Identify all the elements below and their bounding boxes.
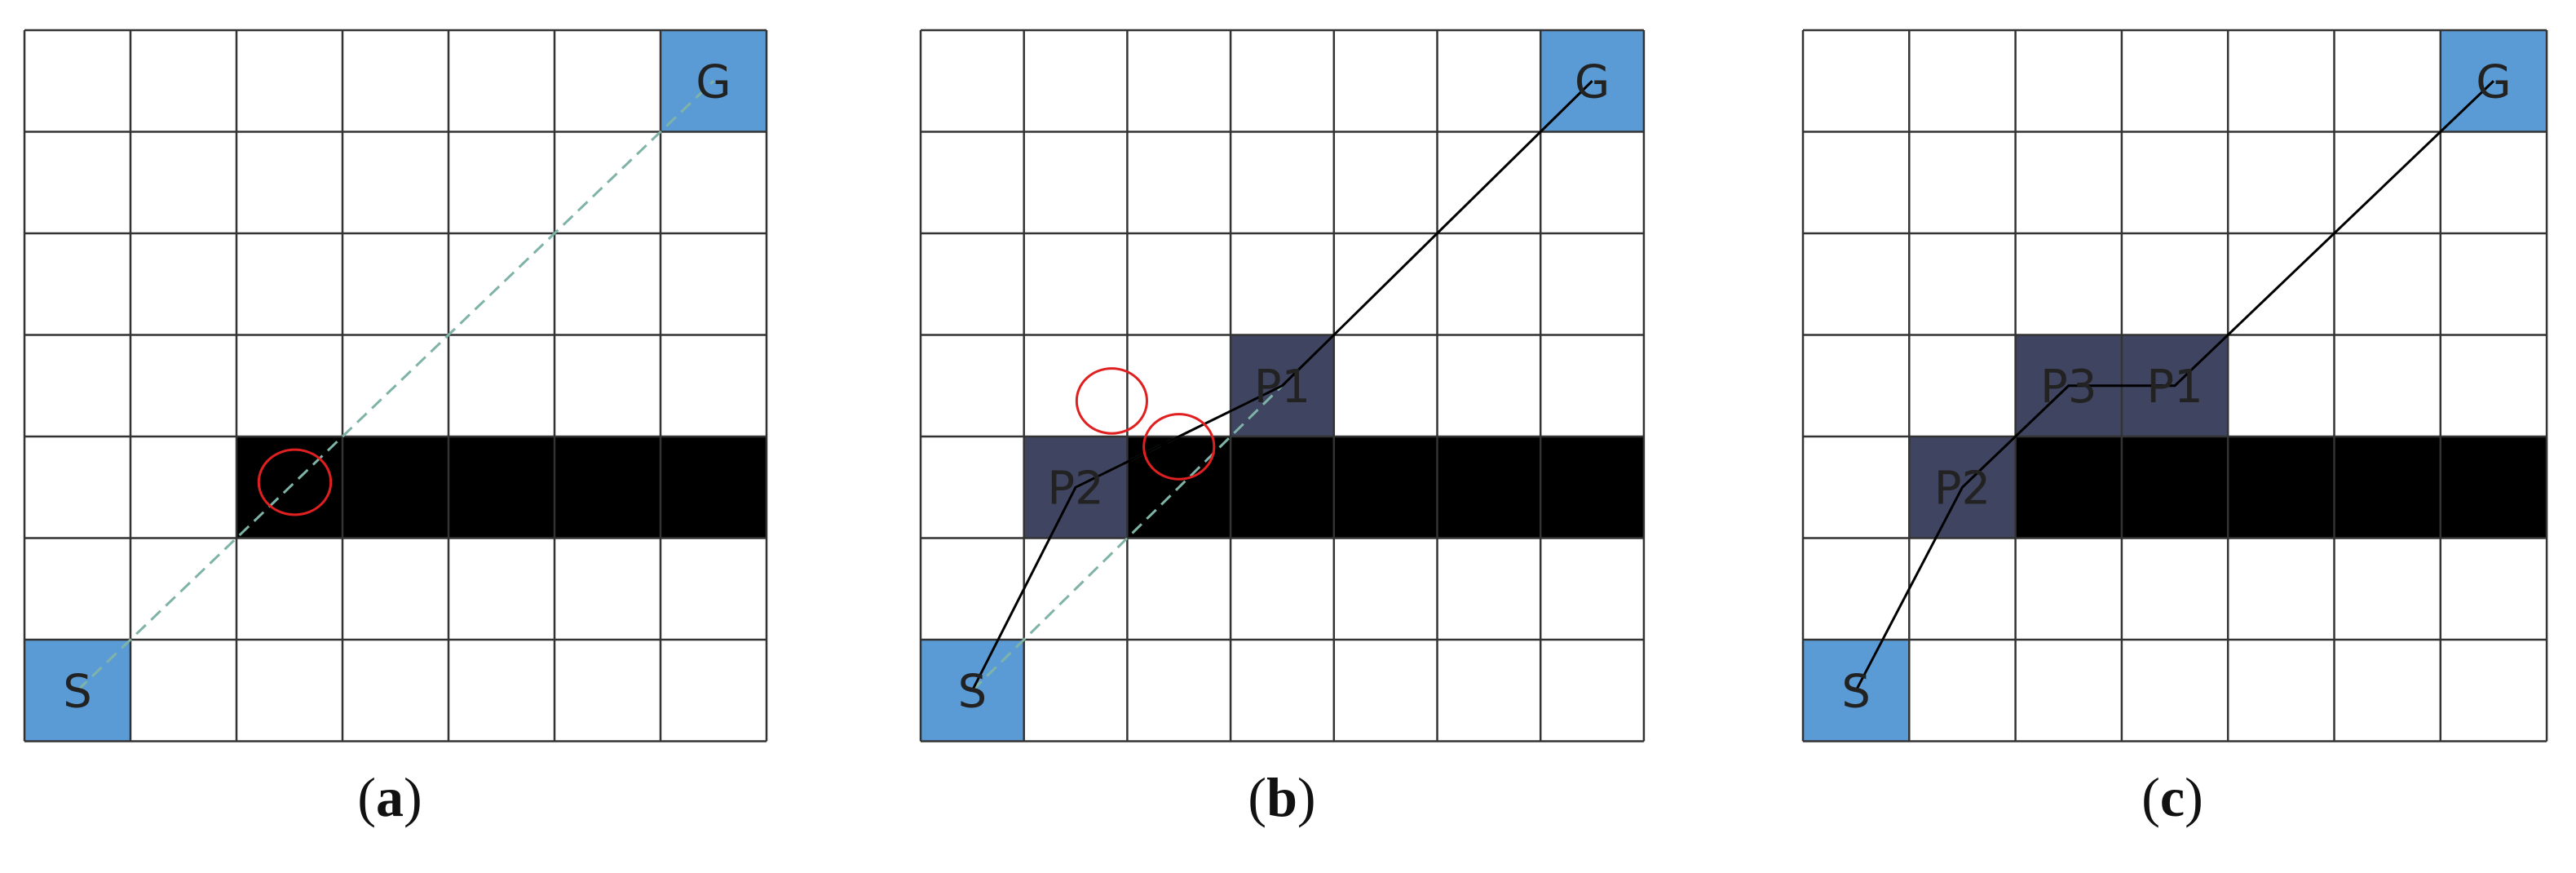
caption-letter: a xyxy=(376,766,404,828)
dashed-line-of-sight xyxy=(76,80,715,692)
caption-close-paren: ) xyxy=(404,766,422,828)
caption-close-paren: ) xyxy=(2185,766,2203,828)
caption-letter: b xyxy=(1266,766,1297,828)
caption-open-paren: ( xyxy=(357,766,376,828)
caption-open-paren: ( xyxy=(2141,766,2160,828)
panel-caption: (b) xyxy=(1248,766,1315,828)
cell-label-s: S xyxy=(958,665,988,718)
cell-label-p2: P2 xyxy=(1934,462,1991,515)
caption-open-paren: ( xyxy=(1248,766,1266,828)
cell-label-g: G xyxy=(1575,55,1610,109)
cell-label-g: G xyxy=(696,55,731,109)
panel-a: S G (a) xyxy=(23,29,768,828)
panel-caption: (c) xyxy=(2141,766,2203,828)
cell-label-s: S xyxy=(1841,665,1871,718)
collision-mark xyxy=(257,448,333,516)
panel-caption: (a) xyxy=(357,766,422,828)
obstacle-bar xyxy=(236,436,767,538)
planned-path xyxy=(971,80,1593,691)
planned-path xyxy=(1854,80,2494,691)
cell-label-p1: P1 xyxy=(2146,361,2203,414)
caption-letter: c xyxy=(2160,766,2185,828)
cell-label-s: S xyxy=(63,665,92,718)
obstacle-bar xyxy=(1127,436,1644,538)
cell-label-p1: P1 xyxy=(1254,361,1310,414)
cell-label-g: G xyxy=(2476,55,2511,109)
obstacle-bar xyxy=(2015,436,2547,538)
cell-label-p2: P2 xyxy=(1047,462,1103,515)
collision-mark xyxy=(1075,367,1148,435)
dashed-line-of-sight xyxy=(971,384,1284,692)
caption-close-paren: ) xyxy=(1297,766,1316,828)
collision-mark xyxy=(1142,413,1216,481)
cell-label-p3: P3 xyxy=(2040,361,2097,414)
